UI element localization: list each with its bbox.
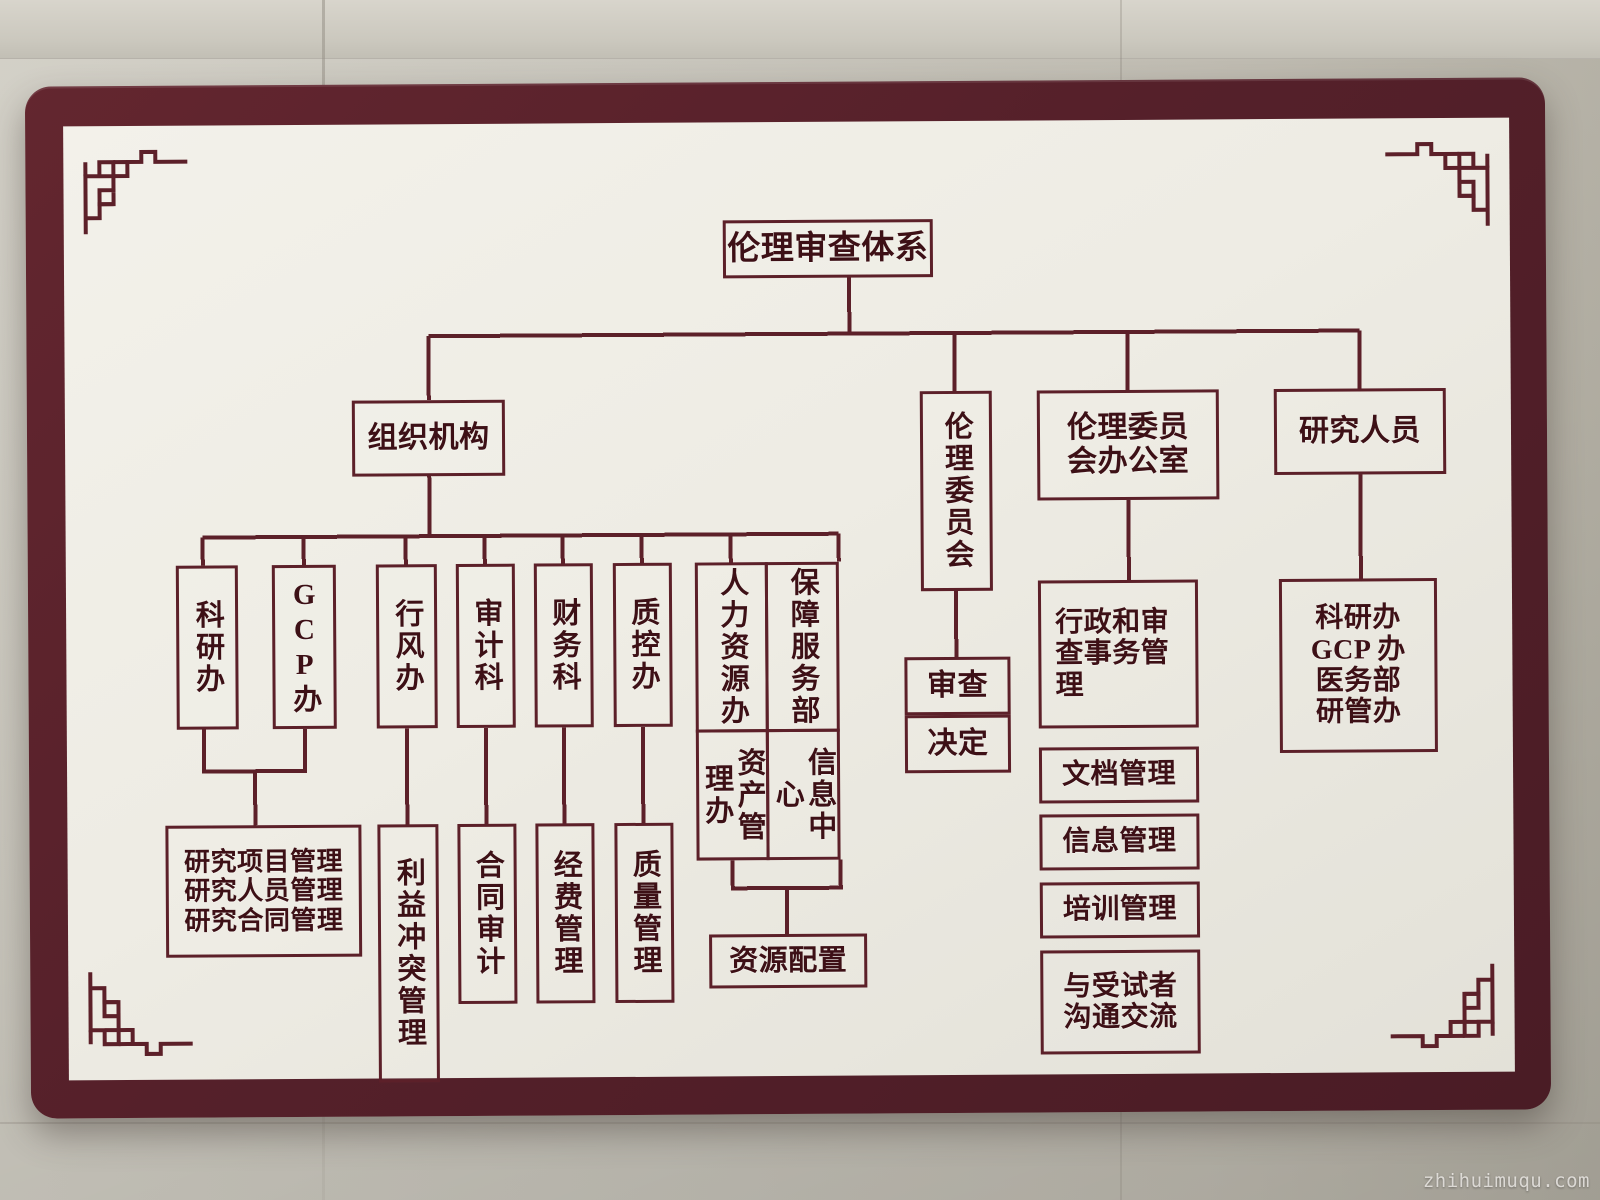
node-audit-department[interactable]: 审计科 xyxy=(455,563,516,729)
node-decision[interactable]: 决定 xyxy=(904,714,1012,774)
node-information-management[interactable]: 信息管理 xyxy=(1039,813,1200,871)
node-gcp-office-label: GCP办 xyxy=(288,578,321,716)
node-ethics-committee-label: 伦理委员会 xyxy=(940,410,974,572)
node-research-management-line-2: 研究人员管理 xyxy=(184,876,344,907)
node-subject-communication-line-2: 沟通交流 xyxy=(1063,1001,1178,1034)
node-asset-management-office[interactable]: 资产管理办 xyxy=(695,729,770,861)
node-document-management-label: 文档管理 xyxy=(1061,758,1177,791)
node-audit-department-label: 审计科 xyxy=(469,597,503,694)
node-funding-management[interactable]: 经费管理 xyxy=(535,823,596,1004)
node-researcher-units-line-3: 医务部 xyxy=(1315,665,1402,697)
signboard-face: 伦理审查体系 组织机构 伦理委员会 伦理委员 会办公室 研究人员 科研办 GCP… xyxy=(63,117,1515,1083)
node-finance-department[interactable]: 财务科 xyxy=(533,563,594,728)
tile-seam-horizontal xyxy=(0,1122,1600,1124)
node-conduct-office-label: 行风办 xyxy=(390,598,424,695)
node-admin-review-affairs-management-line-3: 理 xyxy=(1055,669,1085,702)
node-information-management-label: 信息管理 xyxy=(1062,825,1177,858)
node-decision-label: 决定 xyxy=(927,726,989,761)
node-research-office[interactable]: 科研办 xyxy=(175,565,239,730)
meander-corner-ornament-bottom-left xyxy=(82,968,195,1065)
node-quality-control-office-label: 质控办 xyxy=(626,596,660,693)
node-funding-management-label: 经费管理 xyxy=(549,849,583,978)
node-researcher-units-line-4: 研管办 xyxy=(1315,696,1402,729)
node-hr-office[interactable]: 人力资源办 xyxy=(694,562,769,733)
watermark: zhihuimuqu.com xyxy=(1422,1170,1590,1192)
node-ethics-committee-office-line-2: 会办公室 xyxy=(1067,444,1190,479)
node-ethics-committee-office[interactable]: 伦理委员 会办公室 xyxy=(1036,389,1220,501)
node-conflict-of-interest-management-label: 利益冲突管理 xyxy=(392,857,426,1050)
node-conduct-office[interactable]: 行风办 xyxy=(375,564,438,729)
node-quality-management[interactable]: 质量管理 xyxy=(614,822,675,1004)
node-admin-review-affairs-management-line-2: 查事务管 xyxy=(1055,637,1170,670)
node-researchers-label: 研究人员 xyxy=(1298,414,1422,449)
node-admin-review-affairs-management[interactable]: 行政和审 查事务管 理 xyxy=(1037,579,1199,729)
node-asset-management-office-label: 资产管理办 xyxy=(700,746,766,843)
node-contract-audit-label: 合同审计 xyxy=(471,849,505,978)
node-admin-review-affairs-management-line-1: 行政和审 xyxy=(1055,606,1170,639)
node-training-management-label: 培训管理 xyxy=(1062,893,1178,926)
org-chart: 伦理审查体系 组织机构 伦理委员会 伦理委员 会办公室 研究人员 科研办 GCP… xyxy=(63,118,1515,1083)
node-support-service-department[interactable]: 保障服务部 xyxy=(764,561,840,733)
meander-corner-ornament-bottom-right xyxy=(1388,960,1501,1057)
meander-corner-ornament-top-right xyxy=(1383,134,1496,231)
signboard-frame: 伦理审查体系 组织机构 伦理委员会 伦理委员 会办公室 研究人员 科研办 GCP… xyxy=(24,77,1552,1119)
node-conflict-of-interest-management[interactable]: 利益冲突管理 xyxy=(377,824,440,1083)
node-gcp-office[interactable]: GCP办 xyxy=(271,564,337,730)
node-hr-office-label: 人力资源办 xyxy=(715,567,749,728)
node-researchers[interactable]: 研究人员 xyxy=(1273,387,1447,476)
node-resource-allocation-label: 资源配置 xyxy=(729,944,848,978)
node-review[interactable]: 审查 xyxy=(904,656,1011,716)
node-organization[interactable]: 组织机构 xyxy=(351,399,506,477)
node-review-label: 审查 xyxy=(926,668,989,703)
node-quality-management-label: 质量管理 xyxy=(628,848,662,977)
node-researcher-units-line-2: GCP 办 xyxy=(1310,633,1406,666)
node-root[interactable]: 伦理审查体系 xyxy=(722,219,934,279)
node-subject-communication[interactable]: 与受试者 沟通交流 xyxy=(1040,949,1201,1055)
node-document-management[interactable]: 文档管理 xyxy=(1038,746,1200,804)
node-contract-audit[interactable]: 合同审计 xyxy=(457,823,518,1005)
node-research-management-line-3: 研究合同管理 xyxy=(184,905,344,936)
node-research-office-label: 科研办 xyxy=(191,599,224,696)
node-organization-label: 组织机构 xyxy=(367,421,490,455)
node-finance-department-label: 财务科 xyxy=(547,597,581,694)
node-ethics-committee-office-line-1: 伦理委员 xyxy=(1066,410,1190,445)
node-researcher-units-line-1: 科研办 xyxy=(1315,602,1401,635)
node-support-service-department-label: 保障服务部 xyxy=(786,566,820,728)
node-quality-control-office[interactable]: 质控办 xyxy=(612,562,673,728)
node-subject-communication-line-1: 与受试者 xyxy=(1063,970,1178,1002)
node-research-management-line-1: 研究项目管理 xyxy=(184,847,344,878)
node-information-center-label: 信息中心 xyxy=(771,746,836,843)
node-information-center[interactable]: 信息中心 xyxy=(765,728,841,861)
node-resource-allocation[interactable]: 资源配置 xyxy=(709,933,868,989)
node-research-management[interactable]: 研究项目管理 研究人员管理 研究合同管理 xyxy=(165,824,363,958)
connector-lines xyxy=(200,277,1363,935)
meander-corner-ornament-top-left xyxy=(77,142,190,239)
node-root-label: 伦理审查体系 xyxy=(727,229,929,267)
node-ethics-committee[interactable]: 伦理委员会 xyxy=(919,390,993,592)
node-researcher-units[interactable]: 科研办 GCP 办 医务部 研管办 xyxy=(1278,578,1438,753)
node-training-management[interactable]: 培训管理 xyxy=(1039,881,1201,939)
